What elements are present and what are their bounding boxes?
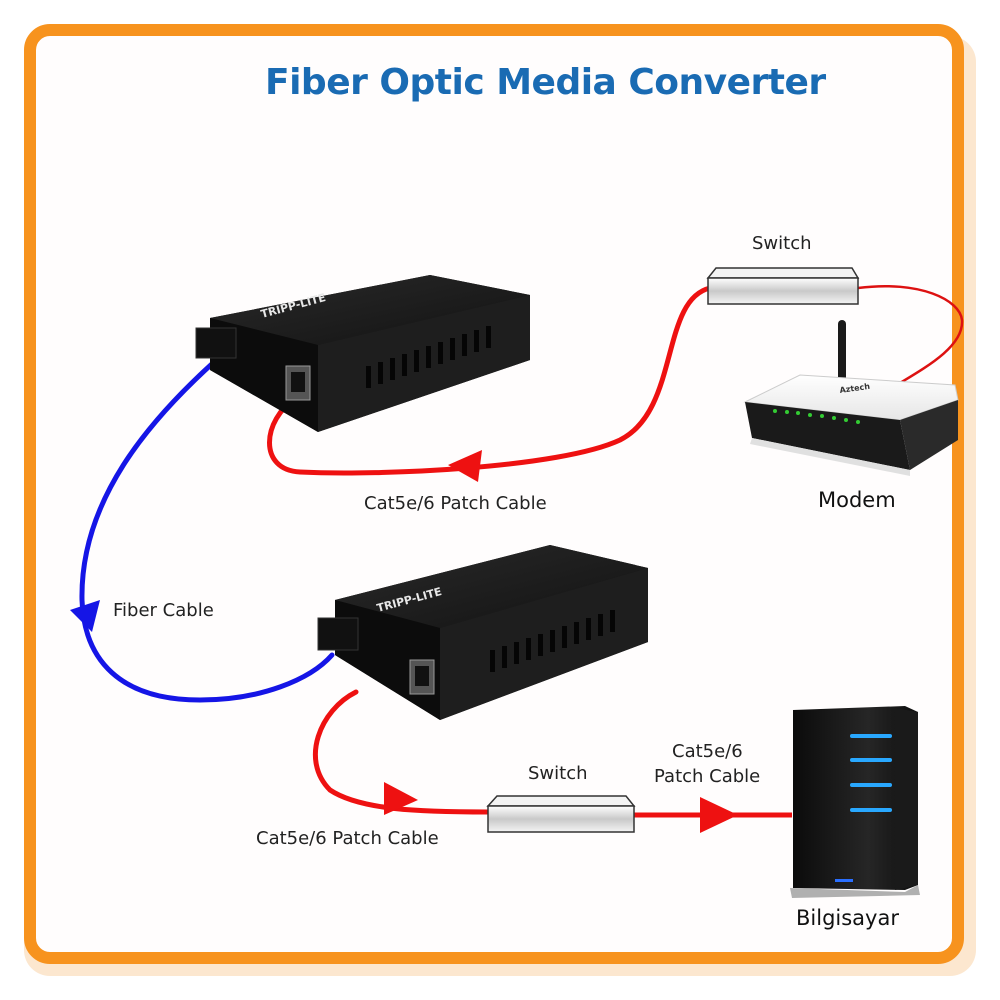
vent-slots-top bbox=[366, 326, 491, 388]
switch-top-label: Switch bbox=[752, 233, 812, 254]
patch-cable-bottom-left-arrow bbox=[384, 782, 418, 815]
vent-slots-bottom bbox=[490, 610, 615, 672]
fiber-port-bottom bbox=[317, 617, 359, 651]
patch-cable-bottom-right-label-line1: Cat5e/6 bbox=[672, 741, 743, 762]
patch-cable-bottom-left bbox=[312, 689, 491, 815]
patch-cable-top bbox=[267, 285, 713, 476]
media-converter-bottom: TRIPP-LITE bbox=[317, 545, 648, 720]
patch-cable-top-label: Cat5e/6 Patch Cable bbox=[364, 493, 547, 514]
modem: Aztech bbox=[743, 320, 959, 476]
modem-brand: Aztech bbox=[839, 382, 871, 395]
fiber-cable bbox=[79, 359, 335, 703]
patch-cable-switch-modem bbox=[857, 284, 964, 385]
server-leds bbox=[850, 734, 892, 812]
patch-cable-top-arrow bbox=[448, 450, 482, 482]
patch-cable-bottom-right-label-line2: Patch Cable bbox=[654, 766, 761, 787]
switch-bottom-label: Switch bbox=[528, 763, 588, 784]
rj45-port-top bbox=[285, 365, 311, 401]
modem-antenna bbox=[838, 320, 846, 392]
fiber-port-top bbox=[195, 327, 237, 359]
fiber-cable-label: Fiber Cable bbox=[113, 600, 214, 621]
media-converter-top: TRIPP-LITE bbox=[195, 275, 530, 432]
patch-cable-bottom-right-arrow bbox=[700, 797, 738, 833]
switch-bottom bbox=[486, 795, 636, 833]
fiber-cable-arrow bbox=[70, 600, 100, 632]
modem-leds bbox=[773, 409, 860, 424]
patch-cable-bottom-left-label: Cat5e/6 Patch Cable bbox=[256, 828, 439, 849]
modem-label: Modem bbox=[818, 488, 896, 512]
diagram-title: Fiber Optic Media Converter bbox=[265, 62, 826, 103]
computer-tower bbox=[790, 706, 920, 898]
switch-top bbox=[706, 267, 860, 305]
computer-label: Bilgisayar bbox=[796, 906, 899, 930]
